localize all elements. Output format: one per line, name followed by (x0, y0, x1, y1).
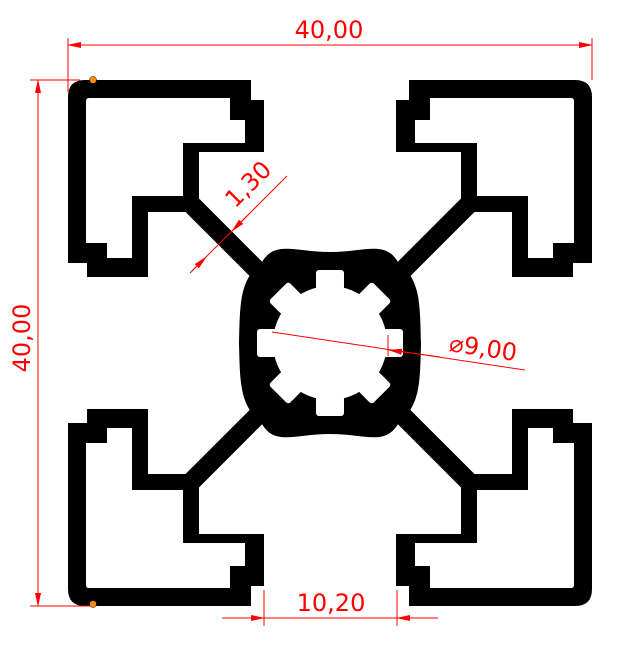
wall-label[interactable]: 1,30 (220, 156, 278, 214)
diameter-label[interactable]: ⌀9,00 (448, 329, 519, 367)
point-marker-bottom (89, 600, 97, 608)
width-label[interactable]: 40,00 (295, 16, 364, 44)
slot-label[interactable]: 10,20 (297, 589, 366, 617)
dimensions (30, 38, 593, 626)
point-marker-top (89, 76, 97, 84)
core-bore (257, 270, 403, 416)
height-label[interactable]: 40,00 (8, 304, 36, 373)
aluminium-profile (68, 80, 592, 606)
